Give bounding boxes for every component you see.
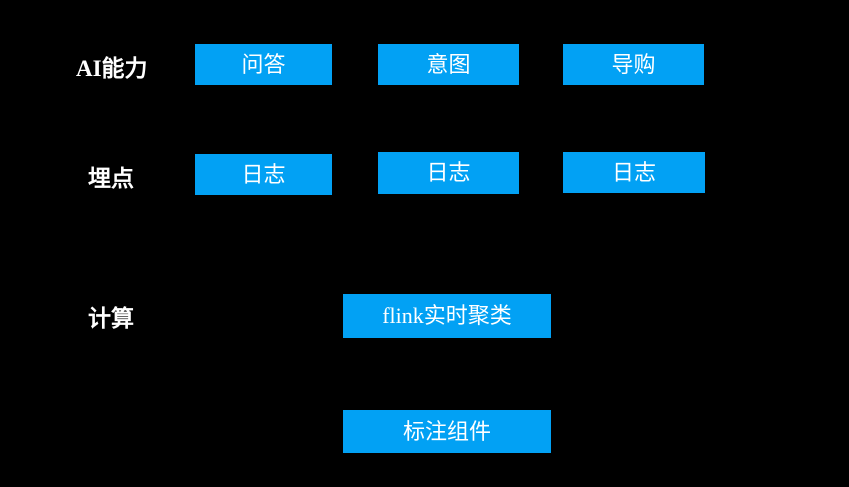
node-shopping-guide: 导购 [563,44,704,85]
row-label-ai-capability: AI能力 [76,56,148,81]
node-annotation-component: 标注组件 [343,410,551,453]
node-flink-realtime-clustering: flink实时聚类 [343,294,551,338]
node-log-2: 日志 [378,152,519,194]
row-label-tracking-points: 埋点 [88,166,134,191]
node-qa: 问答 [195,44,332,85]
row-label-computing: 计算 [88,306,134,331]
node-log-1: 日志 [195,154,332,195]
node-intent: 意图 [378,44,519,85]
node-log-3: 日志 [563,152,705,193]
